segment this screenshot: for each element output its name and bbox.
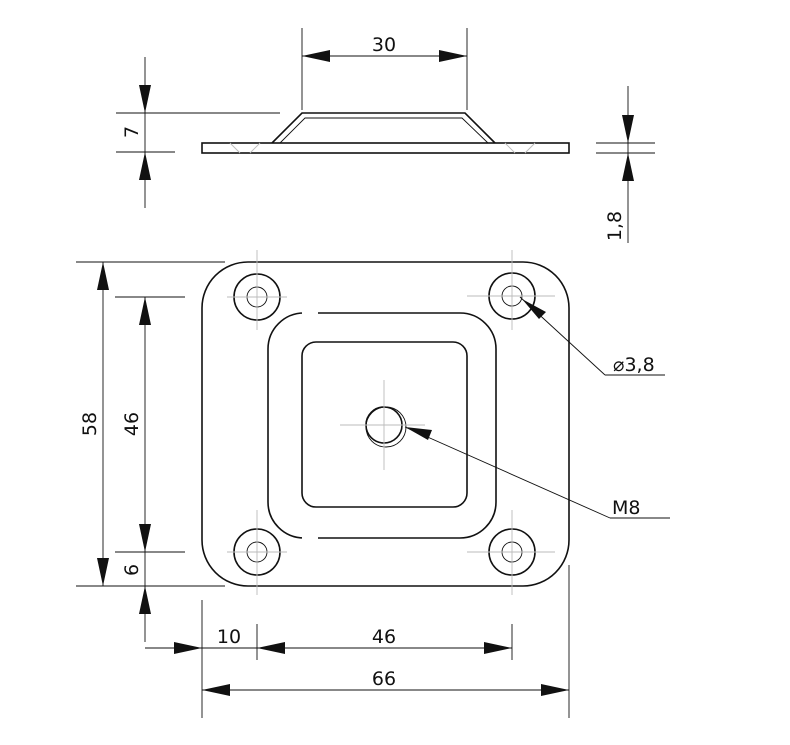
- side-view: 30 7 1,8: [116, 28, 655, 243]
- dim-top-width: 30: [372, 34, 396, 56]
- dim-hole-spacing-vertical: 46: [121, 412, 143, 436]
- top-view: ⌀3,8 M8 58 46 6 10 46: [76, 250, 670, 718]
- callout-center-thread: M8: [612, 497, 640, 519]
- dim-height: 7: [121, 126, 143, 138]
- dim-hole-spacing-horizontal: 46: [372, 626, 396, 648]
- dim-hole-offset-left: 10: [217, 626, 241, 648]
- hole-bottom-right: [467, 510, 555, 595]
- dim-bottom-offset: 6: [121, 564, 143, 576]
- hole-bottom-left: [227, 510, 287, 595]
- callout-hole-diameter: ⌀3,8: [613, 354, 655, 376]
- dim-overall-height: 58: [79, 412, 101, 436]
- center-hole: [340, 380, 425, 470]
- dim-thickness: 1,8: [604, 211, 626, 241]
- hole-top-right: [467, 250, 555, 330]
- dim-overall-width: 66: [372, 668, 396, 690]
- hole-top-left: [227, 250, 287, 330]
